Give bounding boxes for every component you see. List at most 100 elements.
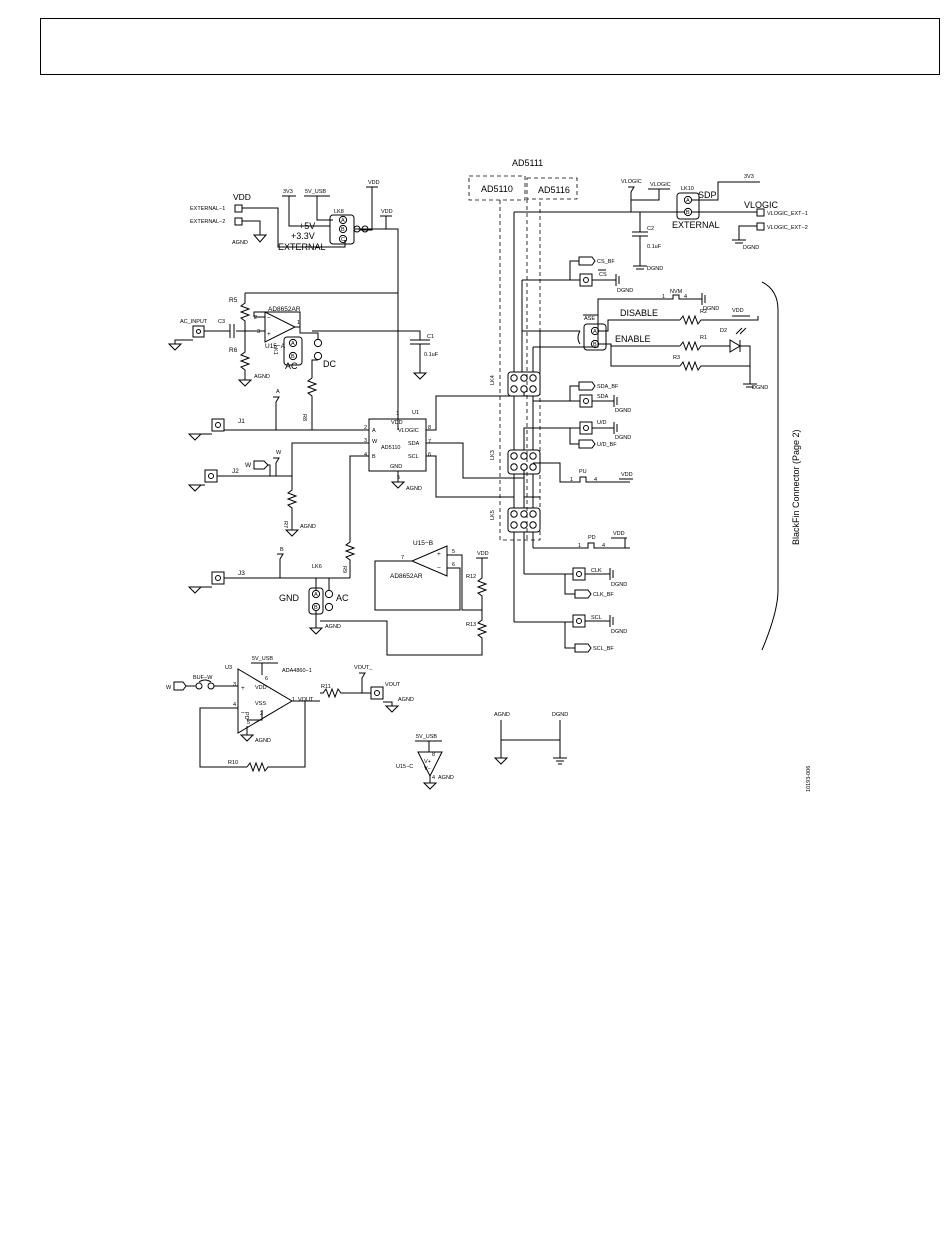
label-sdp: SDP [698, 190, 717, 200]
lk10-pin-b[interactable] [683, 207, 693, 217]
lk6-b: B [314, 605, 318, 611]
label-5v-usb-u15c: 5V_USB [416, 734, 437, 740]
label-agnd-j2: AGND [300, 524, 316, 530]
u15b-pin6: 6 [452, 562, 455, 568]
label-c3: C3 [218, 319, 225, 325]
label-w-tp: W [276, 450, 282, 456]
lk1-a: A [291, 341, 295, 347]
label-clk-bf: CLK_BF [593, 592, 614, 598]
u1-pin-a: A [372, 428, 376, 434]
label-ad5116: AD5116 [538, 185, 570, 195]
label-vlogic: VLOGIC [650, 182, 671, 188]
label-vout-conn: VOUT [385, 682, 401, 688]
testpoint-scl[interactable] [572, 614, 586, 628]
label-ud: U/D [597, 420, 607, 426]
pin-2-a: 2 [254, 315, 257, 321]
label-5v-usb: 5V_USB [305, 189, 326, 195]
u1-part: AD5110 [381, 445, 400, 451]
label-nvm-4: 4 [684, 294, 687, 300]
label-c2-val: 0.1uF [647, 244, 662, 250]
u1-pin-b: B [372, 454, 376, 460]
lk8-pin-a[interactable] [338, 215, 348, 225]
label-w-in: W [166, 685, 172, 691]
lk10-pin-a[interactable] [683, 195, 693, 205]
label-dgnd-ud: DGND [615, 435, 631, 441]
testpoint-ud[interactable] [579, 421, 593, 435]
label-r6: R6 [229, 347, 238, 354]
label-r11: R11 [321, 684, 331, 690]
label-cs-bf: CS_BF [597, 259, 615, 265]
label-lk1: LK1 [272, 345, 278, 355]
figure-id: 10193-006 [806, 766, 812, 792]
lk1-pin-a[interactable] [288, 338, 298, 348]
label-3v3: 3V3 [283, 189, 293, 195]
tag-sda-bf [578, 381, 596, 391]
label-j2: J2 [232, 468, 239, 475]
opamp-u15c [417, 751, 443, 778]
testpoint-clk[interactable] [572, 567, 586, 581]
label-vlogic-ext-2: VLOGIC_EXT−2 [767, 225, 808, 231]
label-r2: R2 [700, 309, 707, 315]
jack-j2[interactable] [204, 469, 218, 483]
ase-pin-a[interactable] [590, 326, 600, 336]
label-vdd-pu: VDD [621, 472, 633, 478]
jumper-lk1[interactable] [283, 336, 303, 366]
u3-p5: 5 [247, 720, 250, 726]
label-u15c: U15−C [396, 764, 413, 770]
testpoint-cs[interactable] [579, 273, 593, 287]
label-u1: U1 [412, 410, 419, 416]
label-r5: R5 [229, 297, 238, 304]
label-j3: J3 [238, 570, 245, 577]
label-c2: C2 [647, 226, 654, 232]
label-vout-tp: VOUT_ [354, 665, 373, 671]
u15c-p4: 4 [432, 775, 435, 781]
label-ac-lk1: AC [285, 361, 298, 371]
connector-vout[interactable] [370, 686, 384, 700]
label-enable: ENABLE [615, 334, 651, 344]
label-dgnd-vl: DGND [743, 245, 759, 251]
ground-symbol [252, 234, 268, 243]
u1-n2: 2 [364, 425, 367, 431]
label-lk4: LK4 [490, 375, 496, 385]
label-ad8652ar-a: AD8652AR [268, 306, 301, 313]
label-agnd-oa: AGND [254, 374, 270, 380]
lk1-pin-b[interactable] [288, 351, 298, 361]
lk8-a: A [341, 218, 345, 224]
label-plus3v3: +3.3V [291, 231, 315, 241]
label-cs: CS [599, 272, 607, 278]
u3-plus: + [241, 685, 245, 692]
label-j1: J1 [238, 418, 245, 425]
label-lk3: LK3 [490, 450, 496, 460]
label-dgnd-sda: DGND [615, 408, 631, 414]
label-r1: R1 [700, 335, 707, 341]
jack-j1[interactable] [211, 418, 225, 432]
label-r3: R3 [673, 355, 680, 361]
lk10-a: A [686, 198, 690, 204]
lk6-pin-a[interactable] [311, 589, 321, 599]
label-pu: PU [579, 469, 587, 475]
connector-ac-input[interactable] [192, 325, 205, 338]
label-vdd-ext: VDD [233, 192, 251, 202]
ase-pin-b[interactable] [590, 339, 600, 349]
jack-j3[interactable] [211, 571, 225, 585]
led-d2 [729, 339, 741, 353]
label-blackfin-connector: BlackFin Connector (Page 2) [791, 429, 801, 545]
label-lk5: LK5 [490, 510, 496, 520]
label-r8: R8 [301, 414, 307, 421]
lk8-pin-b[interactable] [338, 224, 348, 234]
terminal-vlogic-ext-1 [756, 208, 765, 217]
tag-ud-bf [578, 439, 596, 449]
lk8-pin-c[interactable] [338, 234, 348, 244]
label-dgnd-scl: DGND [611, 629, 627, 635]
jumper-lk10[interactable] [676, 192, 700, 220]
u1-pin-w: W [372, 439, 378, 445]
u1-n4: 4 [364, 452, 367, 458]
label-pu-1: 1 [570, 477, 573, 483]
u3-vout: VOUT [298, 697, 314, 703]
testpoint-sda[interactable] [579, 394, 593, 408]
lk6-pin-b[interactable] [311, 602, 321, 612]
jumper-ase[interactable] [583, 323, 607, 351]
u15c-p8: 8 [432, 752, 435, 758]
label-external: EXTERNAL [278, 242, 326, 252]
